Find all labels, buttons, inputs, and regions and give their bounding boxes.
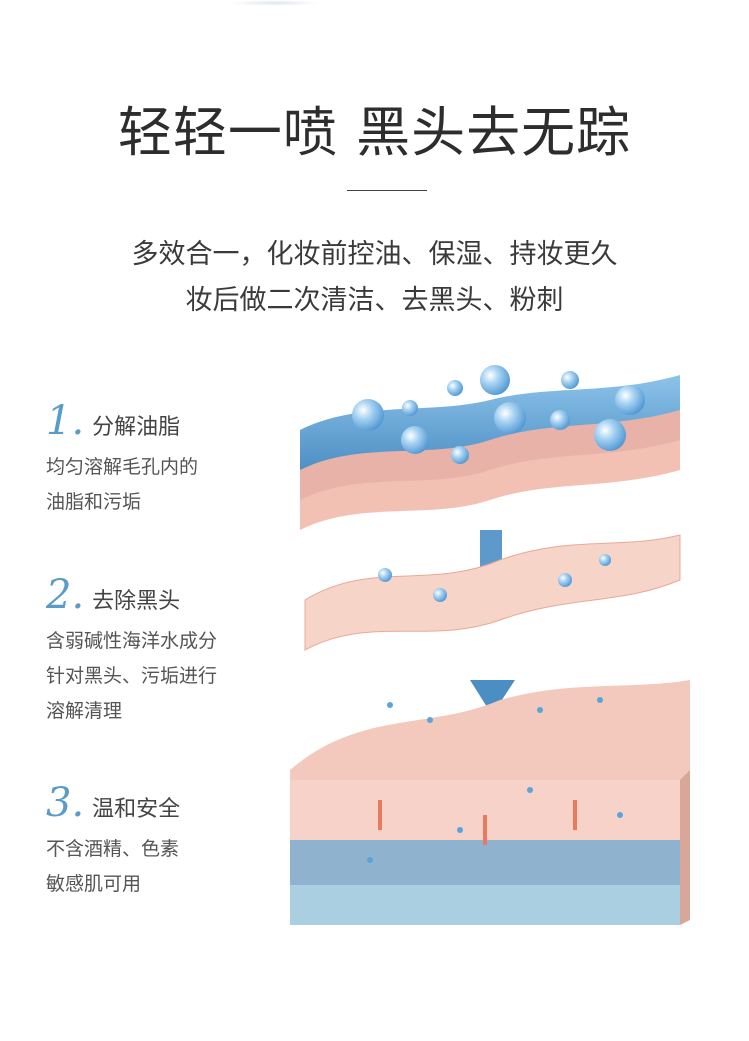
feature-desc: 含弱碱性海洋水成分	[46, 630, 218, 652]
feature-3: 3. 温和安全 不含酒精、色素敏感肌可用	[46, 780, 180, 902]
subtitle-line-2: 妆后做二次清洁、去黑头、粉刺	[185, 285, 564, 316]
feature-desc: 不含酒精、色素	[46, 838, 180, 860]
feature-desc: 均匀溶解毛孔内的	[46, 456, 199, 478]
feature-number: 2.	[46, 572, 85, 618]
top-skin-layer	[300, 375, 680, 530]
feature-number: 3.	[46, 780, 85, 826]
page-title: 轻轻一喷 黑头去无踪	[117, 101, 632, 164]
top-shade	[230, 0, 320, 6]
bubbles	[352, 365, 645, 602]
skin-block	[290, 680, 690, 925]
feature-desc: 针对黑头、污垢进行	[46, 665, 218, 687]
feature-desc: 油脂和污垢	[46, 491, 142, 513]
feature-2: 2. 去除黑头 含弱碱性海洋水成分针对黑头、污垢进行溶解清理	[46, 572, 217, 729]
feature-title: 去除黑头	[92, 589, 181, 614]
feature-1: 1. 分解油脂 均匀溶解毛孔内的油脂和污垢	[46, 398, 198, 520]
arrow-head	[470, 680, 515, 715]
feature-title: 温和安全	[92, 797, 181, 822]
feature-desc: 溶解清理	[46, 700, 123, 722]
feature-number: 1.	[46, 398, 85, 444]
feature-desc: 敏感肌可用	[46, 873, 142, 895]
subtitle-line-1: 多效合一，化妆前控油、保湿、持妆更久	[131, 239, 618, 270]
small-droplets	[367, 697, 623, 863]
divider	[347, 190, 427, 191]
feature-title: 分解油脂	[92, 415, 181, 440]
skin-layers-illustration	[290, 365, 690, 925]
middle-skin-layer	[304, 534, 681, 651]
